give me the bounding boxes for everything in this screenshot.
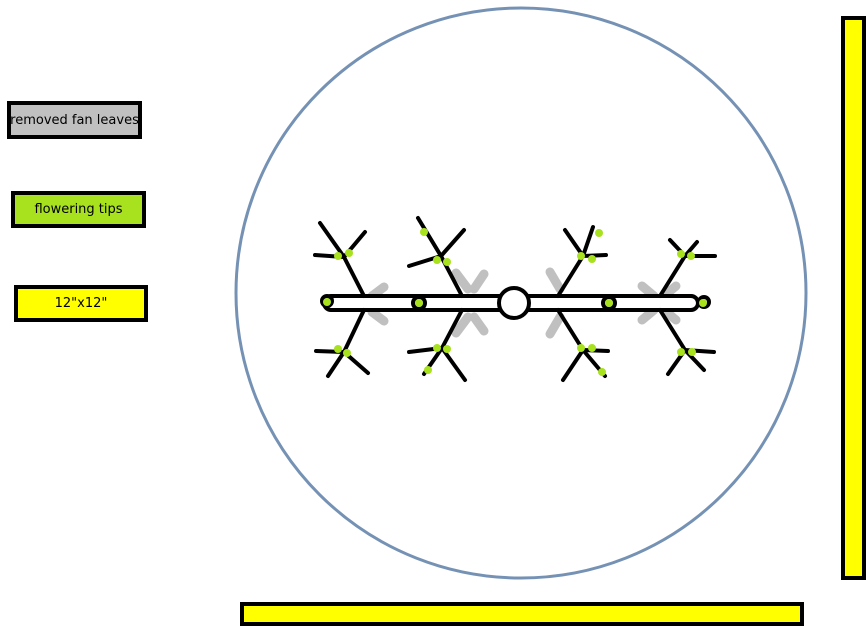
flowering-tip: [595, 229, 603, 237]
branch: [342, 308, 366, 354]
flowering-tip: [577, 344, 585, 352]
flowering-tip: [433, 344, 441, 352]
ruler-vertical: [841, 16, 866, 580]
flowering-tip: [677, 348, 685, 356]
flowering-tip: [415, 299, 423, 307]
branch: [683, 240, 699, 258]
branch: [561, 348, 585, 382]
flowering-tip: [598, 368, 606, 376]
branch: [556, 254, 585, 298]
flowering-tip: [433, 256, 441, 264]
branch: [563, 228, 585, 258]
flowering-tips: [323, 228, 707, 376]
flowering-tip: [420, 228, 428, 236]
removed-leaf: [451, 312, 473, 338]
branch: [581, 348, 610, 353]
branch: [318, 221, 346, 259]
branch: [581, 253, 608, 258]
flowering-tip: [688, 348, 696, 356]
flowering-tip: [334, 345, 342, 353]
branch: [658, 254, 687, 298]
branch: [683, 348, 706, 372]
removed-leaf: [545, 267, 565, 294]
flowering-tip: [443, 258, 451, 266]
flowering-tip: [577, 252, 585, 260]
flowering-tip: [588, 255, 596, 263]
flowering-tip: [687, 252, 695, 260]
legend-size: 12"x12": [14, 285, 148, 322]
flowering-tip: [424, 366, 432, 374]
branch: [440, 346, 467, 382]
flowering-tip: [677, 250, 685, 258]
branch: [439, 228, 466, 258]
removed-leaf: [545, 312, 565, 339]
removed-leaf: [469, 312, 489, 336]
branch: [658, 308, 687, 352]
removed-leaf: [367, 307, 389, 326]
legend-flowering-tips-label: flowering tips: [34, 202, 123, 217]
branch: [581, 225, 595, 258]
flowering-tip: [323, 298, 331, 306]
flowering-tip: [699, 299, 707, 307]
removed-leaf: [451, 268, 473, 294]
flowering-tip: [588, 344, 596, 352]
legend-removed-fan-leaves: removed fan leaves: [7, 101, 142, 139]
flowering-tip: [443, 345, 451, 353]
legend-size-label: 12"x12": [54, 296, 108, 311]
flowering-tip: [345, 249, 353, 257]
flowering-tip: [605, 299, 613, 307]
flowering-tip: [343, 349, 351, 357]
removed-leaf: [469, 269, 489, 294]
branch: [556, 308, 585, 352]
center-node: [497, 286, 531, 320]
branch: [440, 308, 464, 350]
branch: [342, 255, 366, 298]
flowering-tip: [334, 252, 342, 260]
legend-flowering-tips: flowering tips: [11, 191, 146, 228]
branch: [326, 350, 346, 378]
branch: [416, 216, 443, 258]
ruler-horizontal: [240, 602, 804, 626]
legend-removed-fan-leaves-label: removed fan leaves: [10, 112, 139, 128]
pot-circle: [234, 6, 808, 580]
